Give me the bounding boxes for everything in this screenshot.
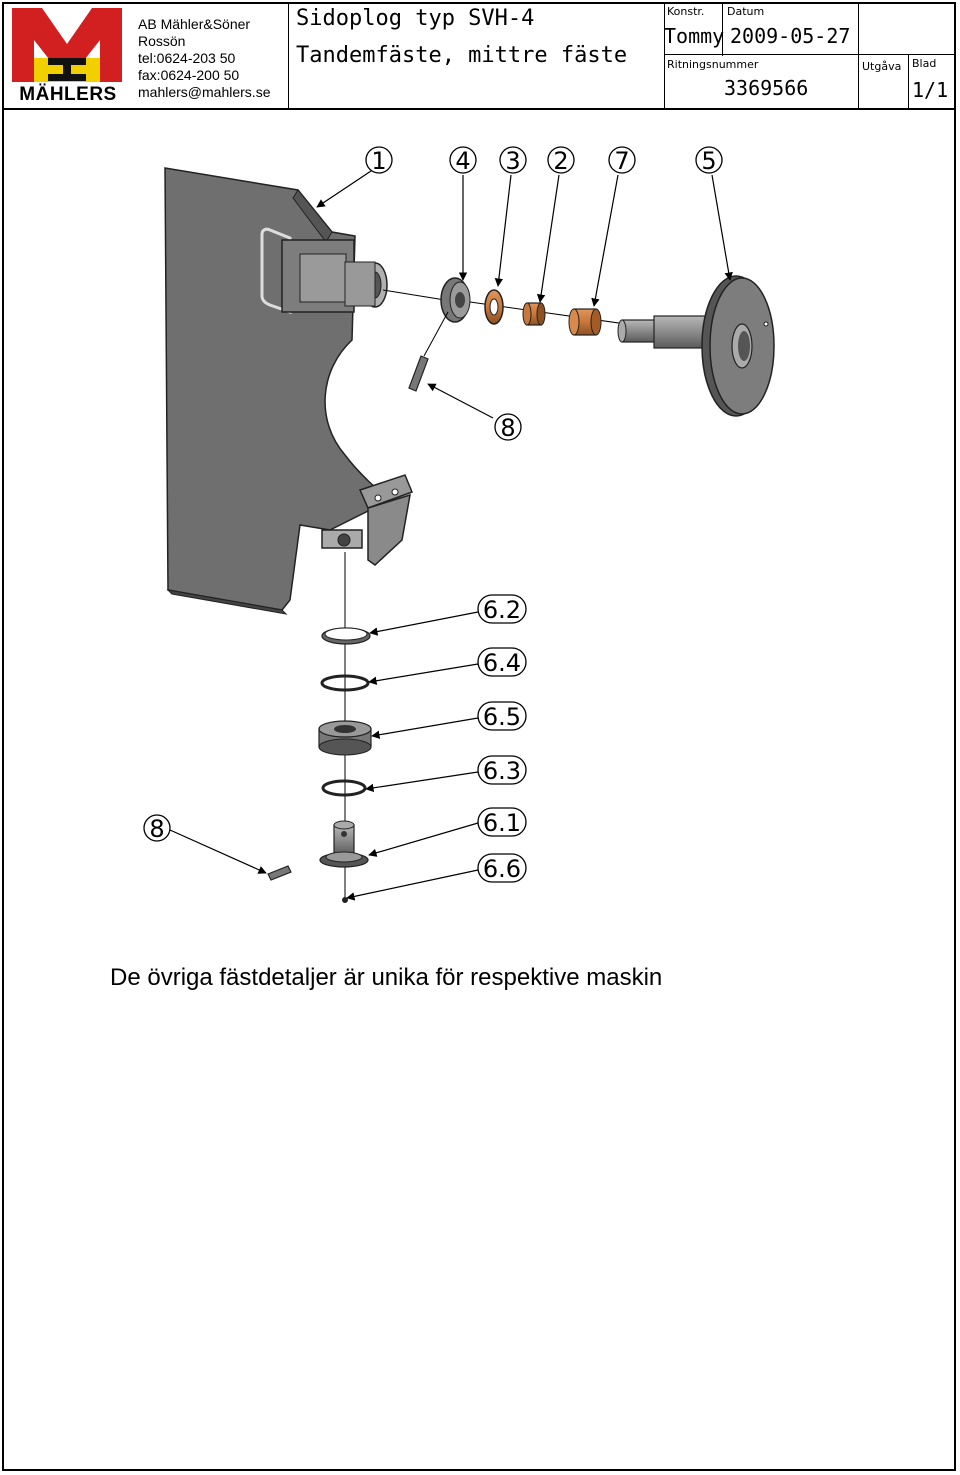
title-line-2: Tandemfäste, mittre fäste [296, 43, 628, 68]
ritningsnummer-value: 3369566 [724, 76, 809, 100]
logo-wordmark: MÄHLERS [19, 84, 117, 105]
collar-part-4 [440, 277, 471, 323]
balloon-2-text: 2 [553, 147, 568, 175]
label-6-2-box [477, 594, 527, 624]
blad-label: Blad [912, 57, 937, 70]
label-6-1-box [477, 807, 527, 837]
balloon-8-lower [143, 814, 171, 842]
blad-value: 1/1 [912, 78, 949, 102]
label-6-6-box [477, 853, 527, 883]
utgava-label: Utgåva [862, 60, 902, 73]
ring-part-6-3 [321, 779, 367, 797]
label-6-5-box [477, 701, 527, 731]
company-address: AB Mähler&Söner Rossön tel:0624-203 50 f… [138, 16, 270, 101]
balloon-2 [547, 146, 575, 174]
pivot-pin-part-6-1 [319, 820, 369, 868]
bronze-washer-part-3 [484, 289, 504, 325]
title-block [2, 2, 956, 110]
bushing-part-2 [522, 302, 546, 326]
shaft-flange-part-5 [617, 275, 775, 417]
bearing-part-6-5 [318, 720, 372, 756]
label-6-3-box [477, 755, 527, 785]
balloon-3-text: 3 [505, 147, 520, 175]
balloon-4-text: 4 [455, 147, 470, 175]
side-plate [164, 167, 413, 615]
balloon-8-lower-text: 8 [149, 815, 164, 843]
konstr-value: Tommy [664, 24, 725, 48]
balloon-1 [365, 146, 393, 174]
label-6-4-box [477, 647, 527, 677]
label-6-6: 6.6 [483, 855, 521, 883]
balloon-5 [695, 146, 723, 174]
balloon-7 [608, 146, 636, 174]
label-6-2: 6.2 [483, 596, 521, 624]
konstr-label: Konstr. [667, 5, 705, 18]
company-fax: fax:0624-200 50 [138, 67, 240, 83]
datum-label: Datum [727, 5, 765, 18]
balloon-3 [499, 146, 527, 174]
balloon-8-upper [494, 413, 522, 441]
company-city: Rossön [138, 33, 186, 49]
ritningsnummer-label: Ritningsnummer [667, 58, 759, 71]
ring-part-6-2 [321, 627, 371, 645]
balloon-4 [449, 146, 477, 174]
label-6-4: 6.4 [483, 649, 521, 677]
pin-part-8-lower [267, 865, 292, 881]
bushing-part-7 [568, 308, 602, 336]
label-6-5: 6.5 [483, 703, 521, 731]
pin-part-8-upper [408, 311, 449, 392]
mahlers-logo [8, 4, 126, 104]
footnote: De övriga fästdetaljer är unika för resp… [110, 964, 663, 991]
label-6-1: 6.1 [483, 809, 521, 837]
balloon-8-upper-text: 8 [500, 414, 515, 442]
title-line-1: Sidoplog typ SVH-4 [296, 6, 535, 31]
company-name: AB Mähler&Söner [138, 16, 251, 32]
balloon-5-text: 5 [701, 147, 716, 175]
label-6-3: 6.3 [483, 757, 521, 785]
balloon-1-text: 1 [371, 147, 386, 175]
datum-value: 2009-05-27 [730, 24, 851, 48]
oring-part-6-4 [320, 674, 370, 692]
exploded-view: 1 4 3 2 7 5 8 8 6.2 6.4 6.5 6.3 6.1 6.6 [143, 146, 775, 903]
balloon-7-text: 7 [614, 147, 629, 175]
company-phone: tel:0624-203 50 [138, 50, 236, 66]
company-email: mahlers@mahlers.se [138, 84, 271, 100]
